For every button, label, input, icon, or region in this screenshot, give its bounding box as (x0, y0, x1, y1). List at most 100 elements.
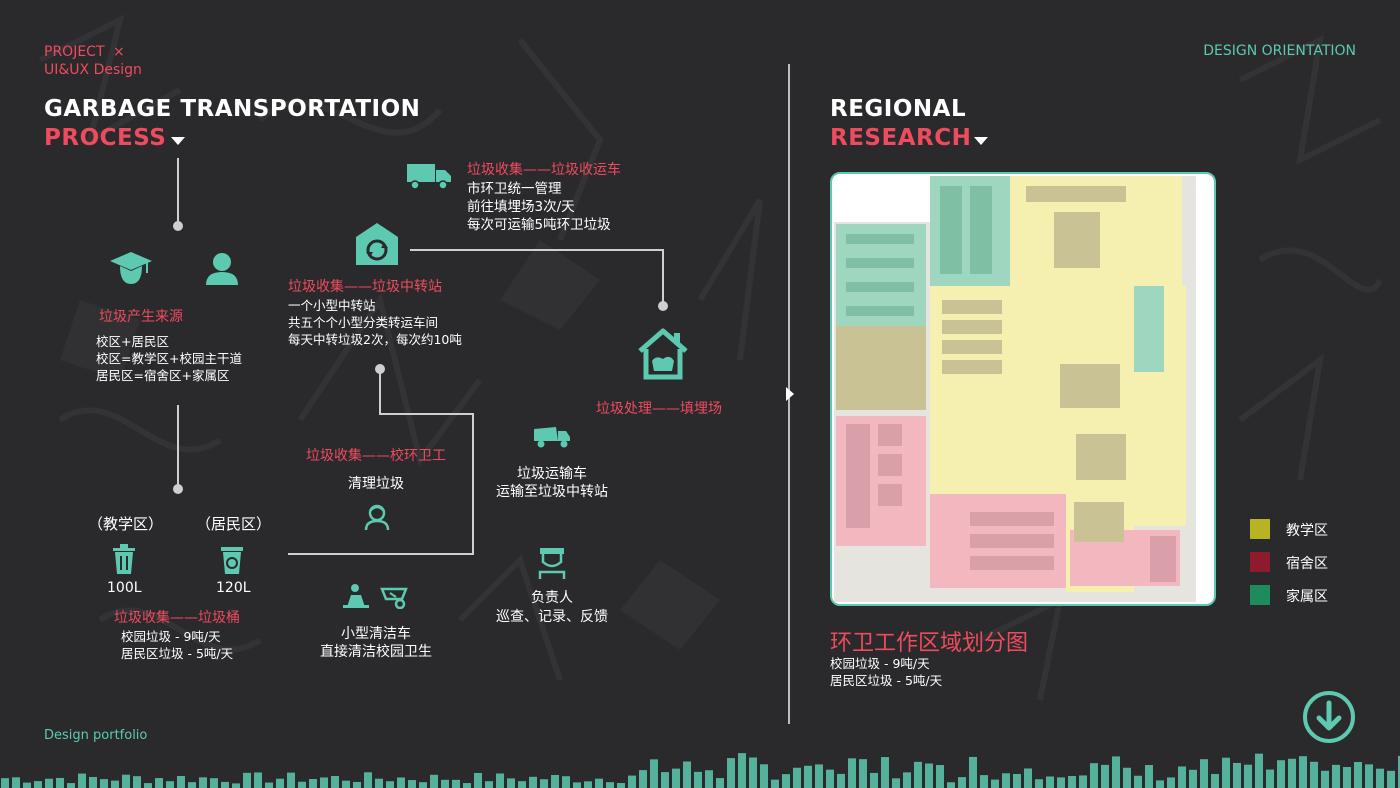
equalizer-bar (375, 778, 383, 788)
equalizer-bar (320, 777, 328, 788)
equalizer-bar (815, 764, 823, 788)
equalizer-bar (650, 759, 658, 788)
equalizer-bar (507, 778, 515, 788)
equalizer-bar (980, 775, 988, 788)
right-title-line1: REGIONAL (830, 96, 967, 122)
equalizer-bar (804, 765, 812, 788)
manager-desc: 负责人 巡查、记录、反馈 (480, 589, 624, 627)
connector-dot (658, 301, 668, 311)
equalizer-bar (947, 782, 955, 788)
equalizer-bar (430, 774, 438, 788)
equalizer-bar (958, 777, 966, 788)
source-line: 校区=教学区+校园主干道 (96, 351, 242, 366)
equalizer-bar (1, 778, 9, 788)
equalizer-bar (1211, 773, 1219, 788)
project-text: PROJECT (44, 44, 105, 60)
equalizer-bar (89, 776, 97, 788)
teach-bin-capacity: 100L (107, 580, 142, 596)
equalizer-bar (34, 781, 42, 788)
campus-map[interactable] (830, 172, 1216, 606)
equalizer-bar (848, 758, 856, 788)
equalizer-bar (408, 780, 416, 788)
connector-line (379, 413, 474, 415)
right-title-line2: RESEARCH (830, 125, 972, 151)
equalizer-bar (144, 783, 152, 788)
transport-line: 垃圾运输车 (517, 466, 587, 482)
equalizer-bar (826, 769, 834, 788)
close-icon[interactable]: × (112, 44, 125, 60)
equalizer-bar (672, 768, 680, 788)
legend-swatch-dorm (1250, 552, 1270, 572)
equalizer-bar (45, 778, 53, 788)
download-arrow-icon[interactable] (1302, 690, 1356, 744)
equalizer-bar (23, 782, 31, 788)
connector-line (662, 249, 664, 303)
recycle-bin-icon (221, 547, 243, 574)
equalizer-decoration (1, 753, 1400, 788)
truck-line: 每次可运输5吨环卫垃圾 (467, 217, 611, 233)
truck-desc: 市环卫统一管理 前往填埋场3次/天 每次可运输5吨环卫垃圾 (467, 180, 611, 234)
map-line: 居民区垃圾 - 5吨/天 (830, 673, 943, 688)
left-title-line1: GARBAGE TRANSPORTATION (44, 96, 421, 122)
equalizer-bar (870, 772, 878, 788)
arrow-right-icon[interactable] (786, 387, 796, 401)
left-title-line2: PROCESS (44, 125, 167, 151)
equalizer-bar (562, 776, 570, 788)
bins-line: 校园垃圾 - 9吨/天 (121, 629, 221, 644)
teach-bin-label: （教学区） (88, 515, 164, 533)
equalizer-bar (716, 778, 724, 788)
equalizer-bar (1046, 776, 1054, 788)
equalizer-bar (881, 757, 889, 788)
equalizer-bar (1266, 769, 1274, 788)
resid-bin-capacity: 120L (216, 580, 251, 596)
equalizer-bar (309, 779, 317, 788)
equalizer-bar (1255, 753, 1263, 788)
equalizer-bar (936, 765, 944, 788)
equalizer-bar (133, 776, 141, 788)
equalizer-bar (573, 782, 581, 788)
source-line: 校区+居民区 (96, 334, 169, 349)
dropdown-triangle-icon[interactable] (171, 137, 185, 147)
equalizer-bar (452, 779, 460, 788)
equalizer-bar (1090, 763, 1098, 788)
manager-line: 巡查、记录、反馈 (496, 609, 608, 625)
equalizer-bar (606, 782, 614, 788)
equalizer-bar (122, 774, 130, 788)
equalizer-bar (1101, 764, 1109, 788)
wheelbarrow-icon (380, 587, 408, 609)
dropdown-triangle-icon[interactable] (974, 137, 988, 147)
equalizer-bar (1156, 780, 1164, 788)
manager-line: 负责人 (531, 590, 573, 606)
equalizer-bar (210, 778, 218, 788)
equalizer-bar (1332, 764, 1340, 788)
transfer-line: 每天中转垃圾2次，每次约10吨 (288, 332, 462, 347)
equalizer-bar (1244, 764, 1252, 788)
transport-line: 运输至垃圾中转站 (496, 484, 608, 500)
equalizer-bar (298, 781, 306, 788)
equalizer-bar (859, 759, 867, 788)
equalizer-bar (1398, 755, 1400, 788)
equalizer-bar (518, 781, 526, 788)
equalizer-bar (1112, 756, 1120, 788)
design-orientation-label: DESIGN ORIENTATION (1203, 43, 1356, 59)
equalizer-bar (837, 773, 845, 788)
cleaner-title: 垃圾收集——校环卫工 (306, 448, 446, 464)
truck-line: 前往填埋场3次/天 (467, 199, 575, 215)
equalizer-bar (749, 757, 757, 788)
equalizer-bar (584, 781, 592, 788)
equalizer-bar (276, 778, 284, 788)
equalizer-bar (1354, 762, 1362, 788)
equalizer-bar (903, 772, 911, 788)
equalizer-bar (1376, 768, 1384, 788)
equalizer-bar (1299, 756, 1307, 788)
equalizer-bar (529, 776, 537, 788)
project-label: PROJECT × (44, 44, 125, 60)
equalizer-bar (56, 777, 64, 788)
equalizer-bar (661, 772, 669, 788)
equalizer-bar (1343, 767, 1351, 788)
student-icon (110, 252, 152, 284)
equalizer-bar (342, 780, 350, 788)
garbage-truck-icon (534, 427, 570, 448)
map-line: 校园垃圾 - 9吨/天 (830, 656, 930, 671)
equalizer-bar (892, 778, 900, 788)
